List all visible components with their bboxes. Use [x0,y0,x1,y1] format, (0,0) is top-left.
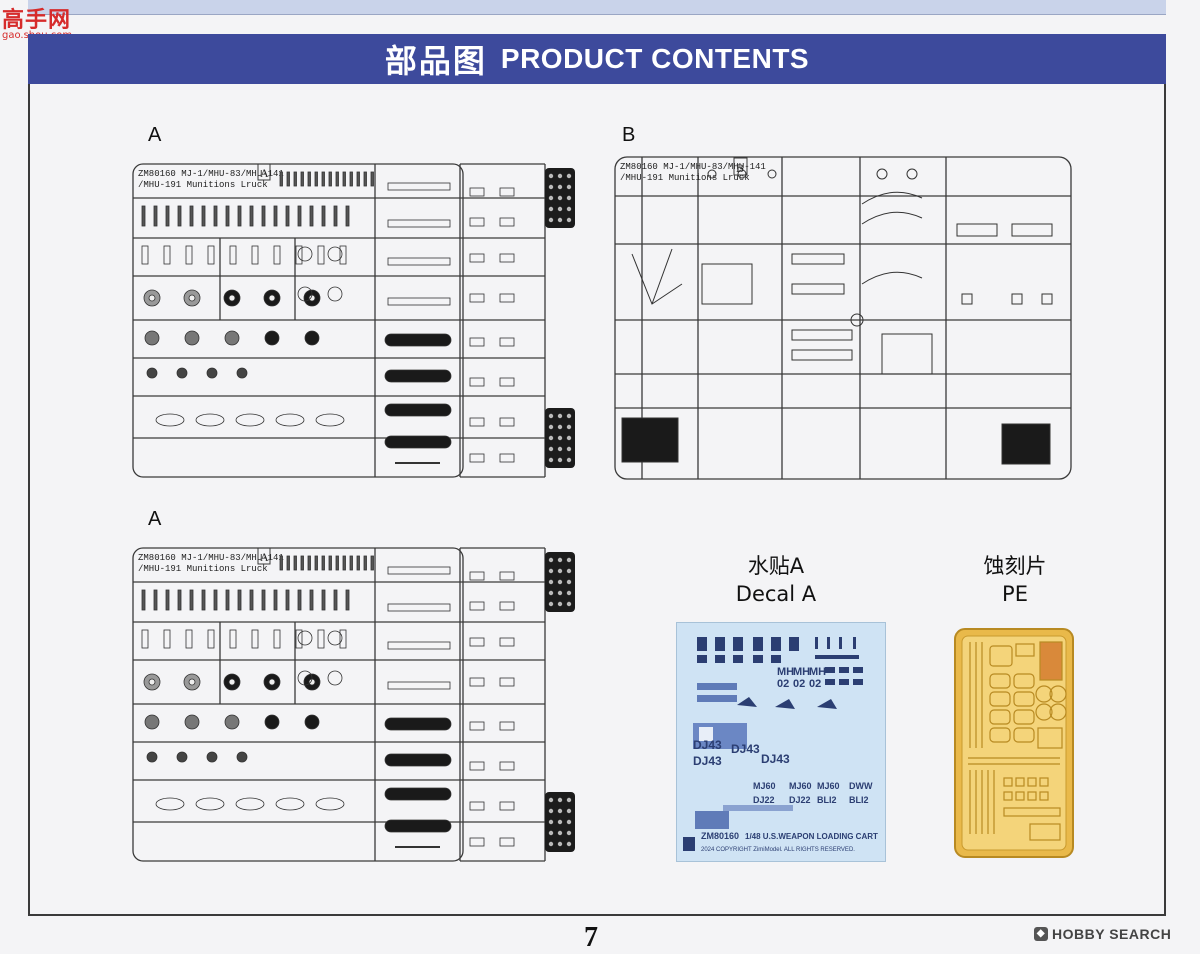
sprue-a1-drawing: ZM80160 MJ-1/MHU-83/MHU-141/MHU-191 Muni… [132,163,575,478]
sprue-a-top: ZM80160 MJ-1/MHU-83/MHU-141/MHU-191 Muni… [130,158,585,480]
sprue-a2-tag-line2: /MHU-191 Munitions Lruck [138,564,268,574]
pe-caption: 蚀刻片 PE [960,552,1070,608]
sprue-b-tag-line2: /MHU-191 Munitions Lruck [620,173,750,183]
decal-dj-3: DJ43 [693,754,722,768]
sprue-b: ZM80160 MJ-1/MHU-83/MHU-141/MHU-191 Muni… [612,154,1074,484]
decal-code-2: MH [793,666,810,678]
decal-mj-3: MJ60 [817,781,840,791]
decal-sheet: MH MH MH 02 02 02 DJ43 DJ43 DJ43 DJ43 MJ… [676,622,886,862]
decal-footer-code: ZM80160 [701,831,739,841]
decal-bl-1: DJ22 [753,795,775,805]
decal-title-en: Decal A [735,582,817,606]
decal-mj-1: MJ60 [753,781,776,791]
sprue-a1-tag-line2: /MHU-191 Munitions Lruck [138,180,268,190]
hobby-search-label: HOBBY SEARCH [1052,926,1172,942]
decal-num-1: 02 [777,678,789,690]
pe-fret [954,628,1074,858]
decal-num-2: 02 [793,678,805,690]
decal-bl-2: DJ22 [789,795,811,805]
header-title-cn: 部品图 [384,42,487,80]
page-frame [28,84,1166,916]
decal-num-3: 02 [809,678,821,690]
sprue-a2-letter: A [148,508,162,530]
top-band [28,0,1166,15]
sprue-a1-tag: ZM80160 MJ-1/MHU-83/MHU-141 [138,169,284,179]
hobby-search-watermark: ◆ HOBBY SEARCH [1034,926,1171,942]
sprue-b-tag: ZM80160 MJ-1/MHU-83/MHU-141 [620,162,766,172]
sprue-b-letter: B [622,124,636,146]
decal-copyright: 2024 COPYRIGHT ZimiModel. ALL RIGHTS RES… [701,847,855,853]
page-number: 7 [584,922,598,953]
sprue-b-tag-letter: B [736,161,744,175]
decal-dj-2: DJ43 [731,742,760,756]
header-title-en: PRODUCT CONTENTS [500,43,810,74]
decal-mj-2: MJ60 [789,781,812,791]
decal-footer-scale: 1/48 U.S.WEAPON LOADING CART [745,832,878,841]
sprue-a2-tag: ZM80160 MJ-1/MHU-83/MHU-141 [138,553,284,563]
header-bar: 部品图 PRODUCT CONTENTS [28,34,1166,84]
sprue-a1-tag-letter: A [260,166,269,180]
decal-bl-3: BLI2 [817,795,837,805]
sprue-a-bottom: ZM80160 MJ-1/MHU-83/MHU-141/MHU-191 Muni… [130,542,585,864]
decal-bl-4: BLI2 [849,795,869,805]
decal-code-1: MH [777,666,794,678]
decal-mj-4: DWW [849,781,873,791]
decal-sheet-art: MH MH MH 02 02 02 DJ43 DJ43 DJ43 DJ43 MJ… [683,637,878,853]
decal-dj-1: DJ43 [693,738,722,752]
sprue-a2-tag-letter: A [260,550,269,564]
sprue-a1-letter: A [148,124,162,146]
sprue-a2-drawing: ZM80160 MJ-1/MHU-83/MHU-141/MHU-191 Muni… [132,547,575,862]
watermark-logo: 高手网 [2,8,72,33]
sprue-b-drawing: ZM80160 MJ-1/MHU-83/MHU-141/MHU-191 Muni… [614,156,1072,480]
pe-fret-art [954,628,1074,858]
decal-caption: 水贴A Decal A [716,552,836,608]
decal-title-cn: 水贴A [747,554,805,578]
decal-code-3: MH [809,666,826,678]
decal-dj-4: DJ43 [761,752,790,766]
pe-title-en: PE [1002,582,1028,606]
hobby-search-icon: ◆ [1034,927,1048,941]
pe-title-cn: 蚀刻片 [983,554,1047,578]
